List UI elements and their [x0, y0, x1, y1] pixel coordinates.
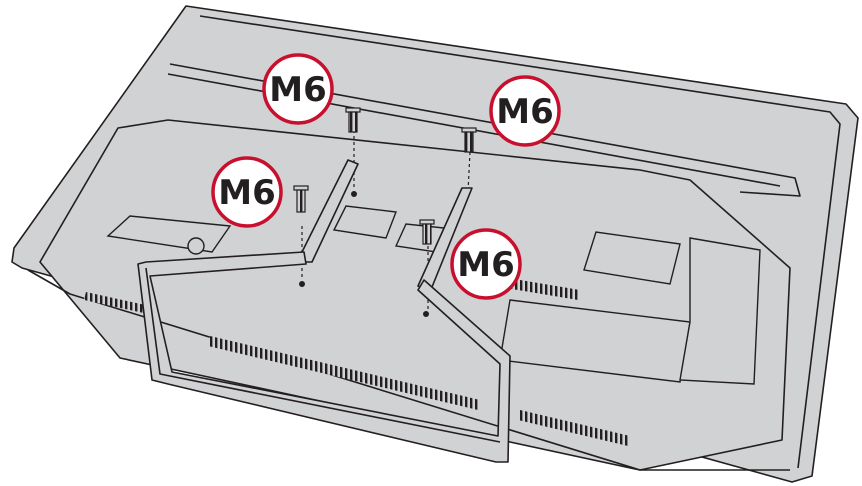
screw-mid-left — [293, 185, 309, 213]
screw-top-left — [345, 107, 361, 133]
callout-label: M6 — [269, 70, 327, 110]
tv-inner-bezel — [199, 15, 841, 469]
upper-right-vent — [506, 278, 580, 300]
stand-mount-hole — [187, 237, 205, 255]
screw-top-right — [461, 127, 477, 153]
callout-label: M6 — [457, 245, 515, 285]
terminal-box-side — [679, 237, 761, 385]
bottom-vent-left — [84, 292, 150, 314]
center-label-plate — [332, 205, 397, 239]
screws — [293, 107, 477, 245]
stand-base-inner — [145, 267, 501, 443]
callout-label: M6 — [496, 92, 554, 132]
tv-stand — [137, 159, 511, 463]
screw-mid-right — [419, 219, 435, 245]
callout-mid-right: M6 — [450, 228, 522, 300]
tv-upper-ridge — [169, 63, 801, 197]
tv-bottom-edge — [27, 269, 790, 471]
bottom-vent-right — [518, 410, 630, 446]
terminal-box — [499, 299, 691, 383]
bottom-vent-center — [208, 336, 480, 410]
callout-label: M6 — [218, 173, 276, 213]
right-label-plate — [583, 231, 681, 285]
vent-grilles — [84, 278, 630, 446]
callout-mid-left: M6 — [211, 156, 283, 228]
panel-recesses — [106, 205, 761, 385]
stand-base-frame — [137, 251, 511, 463]
callout-top-left: M6 — [262, 53, 334, 125]
callout-top-right: M6 — [489, 75, 561, 147]
